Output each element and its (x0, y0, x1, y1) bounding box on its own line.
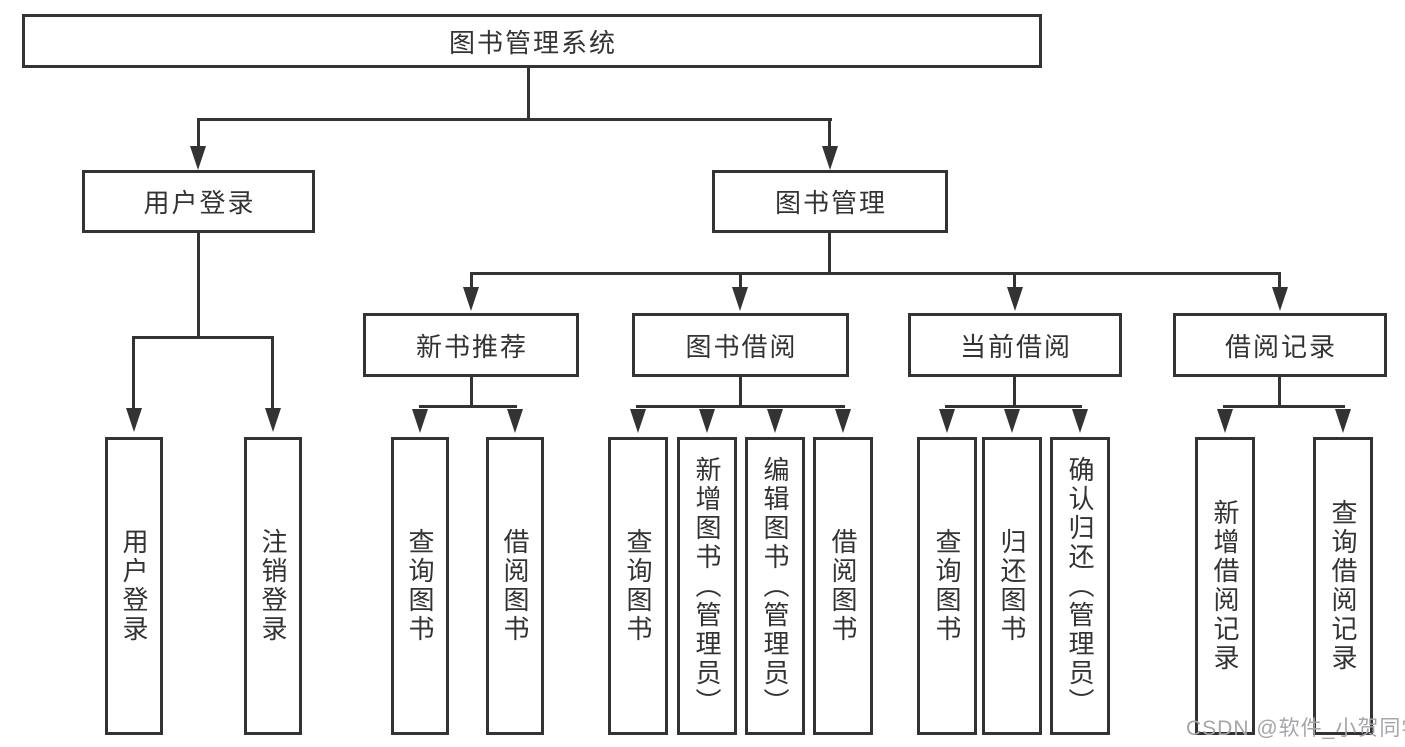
leaf-current-search-book: 查询图书 (917, 437, 977, 735)
connector-arrow (732, 287, 748, 311)
connector-line (1013, 272, 1016, 289)
connector-line (132, 336, 274, 339)
connector-line (636, 405, 845, 408)
leaf-user-login: 用户登录 (105, 437, 163, 735)
leaf-logout: 注销登录 (244, 437, 302, 735)
connector-arrow (1007, 287, 1023, 311)
connector-line (739, 272, 742, 289)
node-label: 用户登录 (143, 188, 256, 218)
connector-line (470, 375, 473, 408)
connector-arrow (835, 409, 851, 433)
node-label: 用户登录 (119, 528, 149, 644)
leaf-newbooks-borrow-book: 借阅图书 (486, 437, 544, 735)
leaf-records-search-record: 查询借阅记录 (1313, 437, 1373, 735)
connector-arrow (1004, 409, 1020, 433)
node-label: 新增借阅记录 (1210, 499, 1240, 673)
connector-line (470, 272, 473, 289)
node-borrowing-records: 借阅记录 (1173, 313, 1387, 377)
node-label: 图书借阅 (685, 331, 798, 362)
connector-arrow (822, 146, 838, 170)
connector-line (419, 405, 517, 408)
node-current-borrowing: 当前借阅 (908, 313, 1122, 377)
leaf-current-return-book: 归还图书 (982, 437, 1042, 735)
connector-arrow (1217, 409, 1233, 433)
leaf-borrowing-edit-book-admin: 编辑图书（管理员） (745, 437, 805, 735)
connector-line (1223, 405, 1345, 408)
connector-arrow (630, 409, 646, 433)
node-label: 归还图书 (997, 528, 1027, 644)
node-label: 查询图书 (405, 528, 435, 644)
leaf-records-add-record: 新增借阅记录 (1195, 437, 1255, 735)
connector-line (1013, 375, 1016, 408)
connector-line (470, 272, 1281, 275)
node-label: 借阅图书 (828, 528, 858, 644)
connector-line (1278, 375, 1281, 408)
node-label: 新书推荐 (415, 331, 528, 362)
node-label: 确认归还（管理员） (1065, 455, 1095, 717)
node-label: 图书管理 (774, 188, 887, 218)
connector-line (739, 375, 742, 408)
connector-arrow (767, 409, 783, 433)
node-label: 图书管理系统 (448, 27, 617, 58)
node-new-book-recommend: 新书推荐 (363, 313, 579, 377)
connector-line (197, 118, 200, 152)
connector-line (1278, 272, 1281, 289)
node-label: 借阅记录 (1224, 331, 1337, 362)
leaf-borrowing-add-book-admin: 新增图书（管理员） (677, 437, 737, 735)
node-label: 当前借阅 (959, 331, 1072, 362)
node-library-system: 图书管理系统 (22, 14, 1042, 68)
connector-line (271, 336, 274, 412)
leaf-current-confirm-return-admin: 确认归还（管理员） (1050, 437, 1110, 735)
node-user-login: 用户登录 (82, 170, 315, 233)
leaf-newbooks-search-book: 查询图书 (391, 437, 449, 735)
connector-line (197, 231, 200, 338)
connector-arrow (190, 146, 206, 170)
csdn-watermark: CSDN @软件_小贺同学 (1186, 717, 1405, 740)
connector-arrow (126, 408, 142, 432)
connector-arrow (463, 287, 479, 311)
connector-arrow (699, 409, 715, 433)
connector-arrow (265, 408, 281, 432)
node-label: 查询借阅记录 (1328, 499, 1358, 673)
leaf-borrowing-search-book: 查询图书 (608, 437, 668, 735)
node-label: 借阅图书 (500, 528, 530, 644)
connector-arrow (939, 409, 955, 433)
connector-line (197, 118, 832, 121)
connector-line (945, 405, 1082, 408)
node-label: 查询图书 (623, 528, 653, 644)
node-label: 查询图书 (932, 528, 962, 644)
node-book-management: 图书管理 (712, 170, 948, 233)
connector-arrow (1272, 287, 1288, 311)
node-label: 编辑图书（管理员） (760, 455, 790, 717)
connector-line (828, 231, 831, 274)
connector-line (828, 118, 831, 152)
leaf-borrowing-borrow-book: 借阅图书 (813, 437, 873, 735)
node-label: 新增图书（管理员） (692, 455, 722, 717)
node-book-borrowing: 图书借阅 (632, 313, 849, 377)
connector-line (132, 336, 135, 412)
connector-arrow (507, 409, 523, 433)
connector-arrow (412, 409, 428, 433)
connector-arrow (1335, 409, 1351, 433)
connector-line (527, 66, 530, 120)
connector-arrow (1072, 409, 1088, 433)
node-label: 注销登录 (258, 528, 288, 644)
